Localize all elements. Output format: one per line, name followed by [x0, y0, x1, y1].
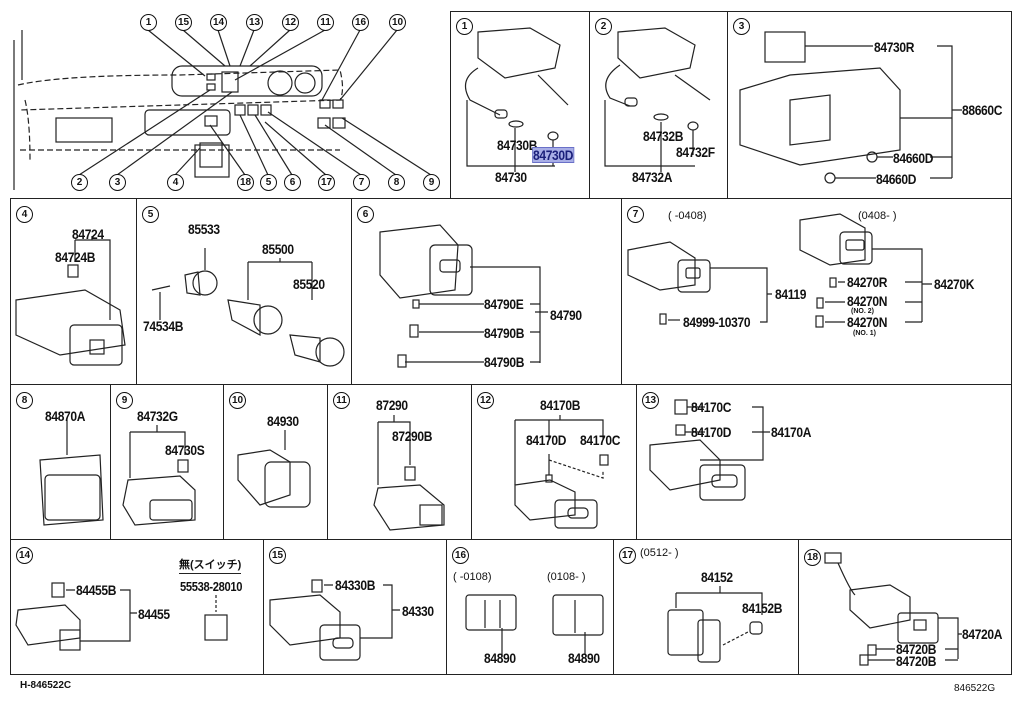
panel-12-number: 12 [477, 392, 494, 409]
callout-16[interactable]: 16 [352, 14, 369, 31]
footer-diagram-code-right: 846522G [954, 683, 996, 694]
note-no-2: (NO. 2) [851, 308, 874, 315]
part-label-84170B[interactable]: 84170B [540, 397, 581, 413]
panel-17-number: 17 [619, 547, 636, 564]
callout-9[interactable]: 9 [423, 174, 440, 191]
panel-16-number: 16 [452, 547, 469, 564]
date-range-from-0408: (0408- ) [858, 210, 897, 222]
callout-17[interactable]: 17 [318, 174, 335, 191]
note-no-1: (NO. 1) [853, 330, 876, 337]
part-label-84790E[interactable]: 84790E [484, 296, 524, 312]
part-label-84720A[interactable]: 84720A [962, 626, 1003, 642]
part-label-88660C[interactable]: 88660C [962, 102, 1003, 118]
panel-9-number: 9 [116, 392, 133, 409]
part-label-84732F[interactable]: 84732F [676, 144, 715, 160]
part-label-84170D[interactable]: 84170D [691, 424, 732, 440]
callout-1[interactable]: 1 [140, 14, 157, 31]
part-label-84724B[interactable]: 84724B [55, 249, 96, 265]
panel-11-number: 11 [333, 392, 350, 409]
footer-diagram-code-left: H-846522C [20, 680, 72, 691]
part-label-84790B[interactable]: 84790B [484, 354, 525, 370]
panel-13-number: 13 [642, 392, 659, 409]
date-range-until-0108: ( -0108) [453, 571, 492, 583]
part-label-84455B[interactable]: 84455B [76, 582, 117, 598]
callout-6[interactable]: 6 [284, 174, 301, 191]
panel-18 [798, 539, 1012, 675]
callout-10[interactable]: 10 [389, 14, 406, 31]
callout-7[interactable]: 7 [353, 174, 370, 191]
part-label-84720B[interactable]: 84720B [896, 641, 937, 657]
part-label-84930[interactable]: 84930 [267, 413, 299, 429]
part-label-84660D[interactable]: 84660D [893, 150, 934, 166]
part-label-84170C[interactable]: 84170C [580, 432, 621, 448]
panel-10-number: 10 [229, 392, 246, 409]
part-label-84455[interactable]: 84455 [138, 606, 170, 622]
panel-18-number: 18 [804, 549, 821, 566]
part-label-74534B[interactable]: 74534B [143, 318, 184, 334]
part-label-84152B[interactable]: 84152B [742, 600, 783, 616]
callout-8[interactable]: 8 [388, 174, 405, 191]
callout-13[interactable]: 13 [246, 14, 263, 31]
part-label-84890[interactable]: 84890 [568, 650, 600, 666]
note-without-switch: 無(スイッチ) [179, 556, 242, 574]
callout-2[interactable]: 2 [71, 174, 88, 191]
part-label-87290B[interactable]: 87290B [392, 428, 433, 444]
part-label-85500[interactable]: 85500 [262, 241, 294, 257]
date-range-from-0108: (0108- ) [547, 571, 586, 583]
callout-15[interactable]: 15 [175, 14, 192, 31]
panel-8-number: 8 [16, 392, 33, 409]
part-label-84724[interactable]: 84724 [72, 226, 104, 242]
part-label-55538-28010[interactable]: 55538-28010 [180, 579, 243, 594]
part-label-84790[interactable]: 84790 [550, 307, 582, 323]
panel-5-number: 5 [142, 206, 159, 223]
part-label-84330B[interactable]: 84330B [335, 577, 376, 593]
panel-14-number: 14 [16, 547, 33, 564]
callout-11[interactable]: 11 [317, 14, 334, 31]
part-label-84270R[interactable]: 84270R [847, 274, 888, 290]
callout-4[interactable]: 4 [167, 174, 184, 191]
panel-1-number: 1 [456, 18, 473, 35]
part-label-85520[interactable]: 85520 [293, 276, 325, 292]
part-label-84730S[interactable]: 84730S [165, 442, 205, 458]
part-label-84730B[interactable]: 84730B [497, 137, 538, 153]
part-label-84720B[interactable]: 84720B [896, 653, 937, 669]
part-label-84330[interactable]: 84330 [402, 603, 434, 619]
part-label-84660D[interactable]: 84660D [876, 171, 917, 187]
part-label-84870A[interactable]: 84870A [45, 408, 86, 424]
part-label-84170D[interactable]: 84170D [526, 432, 567, 448]
part-label-84730[interactable]: 84730 [495, 169, 527, 185]
part-label-84152[interactable]: 84152 [701, 569, 733, 585]
part-label-84170C[interactable]: 84170C [691, 399, 732, 415]
callout-18[interactable]: 18 [237, 174, 254, 191]
panel-15-number: 15 [269, 547, 286, 564]
part-label-84732A[interactable]: 84732A [632, 169, 673, 185]
panel-6-number: 6 [357, 206, 374, 223]
callout-3[interactable]: 3 [109, 174, 126, 191]
part-label-84170A[interactable]: 84170A [771, 424, 812, 440]
panel-2-number: 2 [595, 18, 612, 35]
part-label-84790B[interactable]: 84790B [484, 325, 525, 341]
part-label-85533[interactable]: 85533 [188, 221, 220, 237]
callout-12[interactable]: 12 [282, 14, 299, 31]
part-label-84999-10370[interactable]: 84999-10370 [683, 314, 751, 330]
panel-3-number: 3 [733, 18, 750, 35]
panel-4-number: 4 [16, 206, 33, 223]
part-label-84270N-no1[interactable]: 84270N [847, 314, 888, 330]
part-label-84119[interactable]: 84119 [775, 286, 807, 302]
part-label-84270N-no2[interactable]: 84270N [847, 293, 888, 309]
overview-panel [10, 10, 448, 196]
part-label-84890[interactable]: 84890 [484, 650, 516, 666]
date-range-from-0512: (0512- ) [640, 547, 679, 559]
date-range-until-0408: ( -0408) [668, 210, 707, 222]
callout-5[interactable]: 5 [260, 174, 277, 191]
part-label-84270K[interactable]: 84270K [934, 276, 975, 292]
callout-14[interactable]: 14 [210, 14, 227, 31]
part-label-84730D-highlighted[interactable]: 84730D [532, 147, 574, 163]
part-label-84732B[interactable]: 84732B [643, 128, 684, 144]
panel-7-number: 7 [627, 206, 644, 223]
part-label-84730R[interactable]: 84730R [874, 39, 915, 55]
part-label-84732G[interactable]: 84732G [137, 408, 178, 424]
part-label-87290[interactable]: 87290 [376, 397, 408, 413]
